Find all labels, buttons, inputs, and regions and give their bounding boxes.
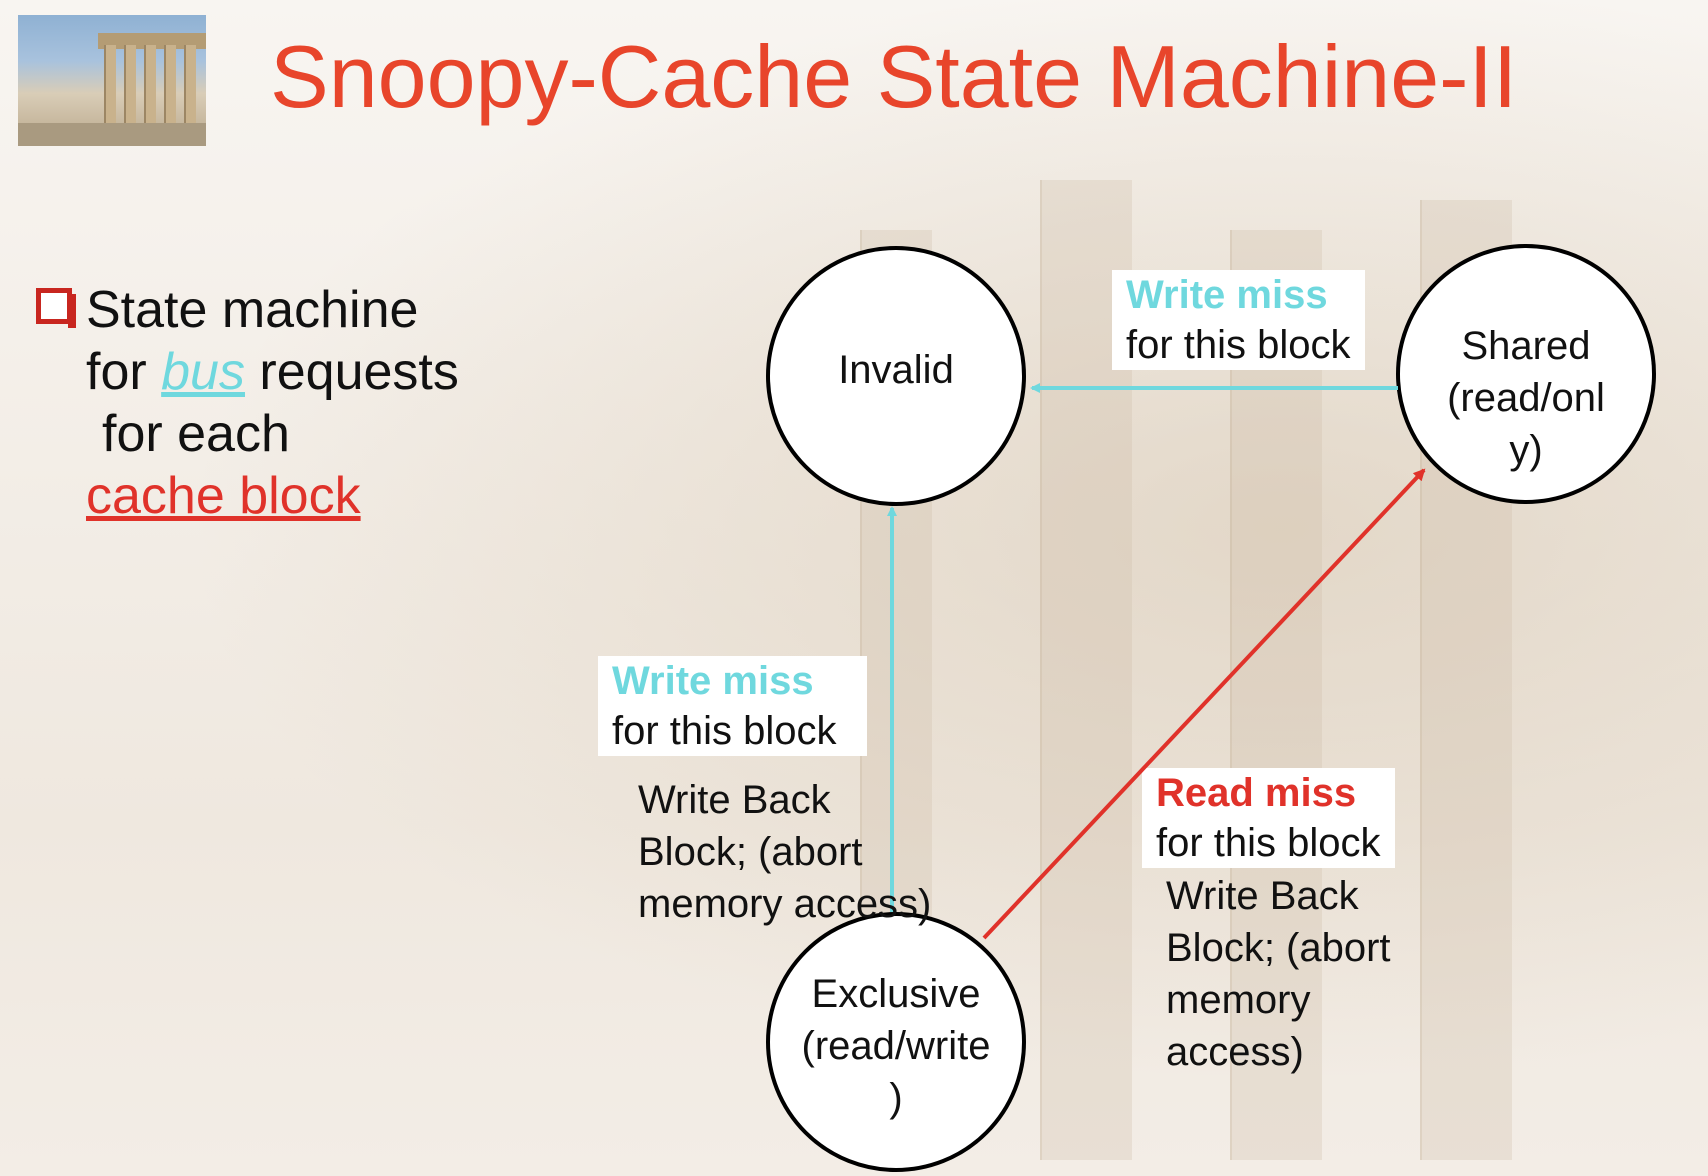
action-exclusive-to-invalid-1: Write Back [638,778,831,822]
action-exclusive-to-invalid-2: Block; (abort [638,830,863,874]
label-shared-to-invalid: Write miss for this block [1112,270,1365,370]
action-exclusive-to-shared-2: Block; (abort [1166,926,1391,970]
action-exclusive-to-shared-4: access) [1166,1030,1304,1074]
bullet-line-2: for bus requests [86,343,459,401]
action-exclusive-to-shared-1: Write Back [1166,874,1359,918]
parthenon-photo [18,15,206,146]
state-exclusive-circle [766,912,1026,1172]
background-column [1230,230,1322,1160]
bullet-line-1: State machine [86,281,419,339]
state-shared-circle [1396,244,1656,504]
action-exclusive-to-shared-3: memory [1166,978,1311,1022]
arrow-exclusive-to-shared [982,468,1426,940]
cache-block-term: cache block [86,467,361,525]
bus-term: bus [161,343,245,401]
bullet-line-3: for each [102,405,290,463]
state-shared-label: Shared (read/onl y) [1447,324,1605,472]
state-invalid-circle [766,246,1026,506]
state-invalid-label: Invalid [838,348,954,392]
label-exclusive-to-shared: Read miss for this block [1142,768,1395,868]
action-exclusive-to-invalid-3: memory access) [638,882,932,926]
state-exclusive-label: Exclusive (read/write ) [801,972,991,1120]
bullet-line-4: cache block [86,466,361,526]
label-exclusive-to-invalid: Write miss for this block [598,656,867,756]
bullet-checkbox-icon [36,288,76,328]
slide-title: Snoopy-Cache State Machine-II [270,27,1518,126]
